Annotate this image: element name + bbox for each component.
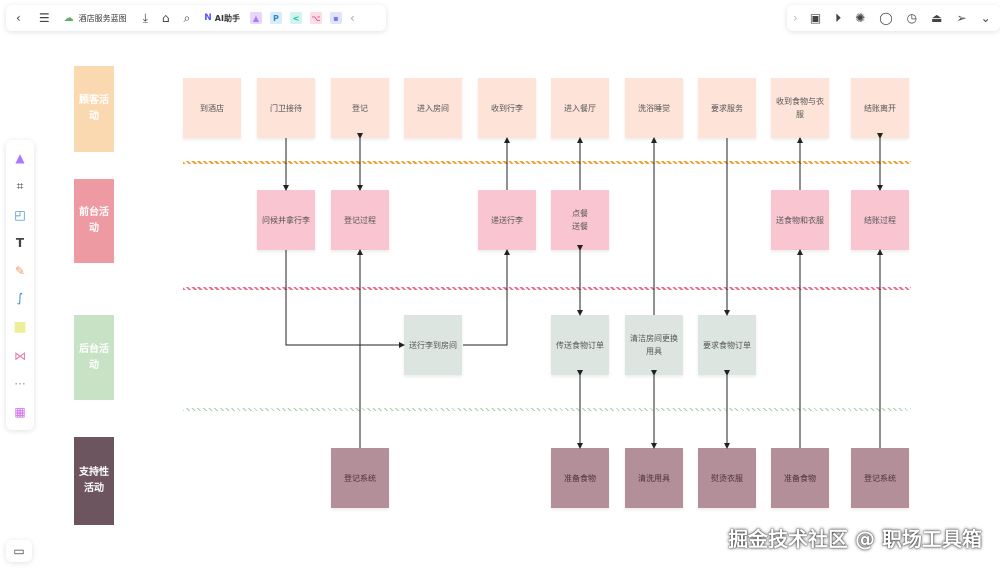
back-step[interactable]: 送行李到房间 xyxy=(404,315,462,375)
sticky-note-icon[interactable]: ■ xyxy=(13,319,27,336)
support-step[interactable]: 准备食物 xyxy=(551,448,609,508)
template-icon[interactable]: ▣ xyxy=(809,11,822,25)
back-icon[interactable]: ‹ xyxy=(16,11,21,25)
timer-icon[interactable]: ◷ xyxy=(906,11,918,25)
template-library-icon[interactable]: ▲ xyxy=(15,150,25,165)
customer-step[interactable]: 收到行李 xyxy=(478,78,536,138)
vote-icon[interactable]: ⏏ xyxy=(931,11,943,25)
chat-tool-icon[interactable]: ▪ xyxy=(329,12,342,24)
pointer-icon[interactable]: ➢ xyxy=(956,11,967,25)
back-step[interactable]: 要求食物订单 xyxy=(698,315,756,375)
collapse-icon[interactable]: ‹ xyxy=(349,11,355,25)
minimap-button[interactable]: ▭ xyxy=(6,540,32,562)
customer-step[interactable]: 进入餐厅 xyxy=(551,78,609,138)
lane-back: 后台活动 xyxy=(74,315,114,400)
left-toolbar: ▲ ⌗ ◰ T ✎ ∫ ■ ⋈ ··· ▦ xyxy=(6,140,34,430)
search-icon[interactable]: ⌕ xyxy=(183,10,191,25)
support-step[interactable]: 准备食物 xyxy=(771,448,829,508)
customer-step[interactable]: 到酒店 xyxy=(183,78,241,138)
top-right-toolbar: › ▣ ⏵ ✺ ◯ ◷ ⏏ ➢ ⌄ xyxy=(787,5,1000,31)
back-step[interactable]: 传送食物订单 xyxy=(551,315,609,375)
more-icon[interactable]: ⌄ xyxy=(980,11,991,25)
customer-step[interactable]: 要求服务 xyxy=(698,78,756,138)
text-icon[interactable]: T xyxy=(15,235,25,250)
support-step[interactable]: 登记系统 xyxy=(331,448,389,508)
lane-front: 前台活动 xyxy=(74,179,114,263)
mindmap-tool-icon[interactable]: < xyxy=(289,12,302,24)
download-icon[interactable]: ⤓ xyxy=(142,10,148,25)
plugin-icon[interactable]: ▦ xyxy=(14,404,26,419)
customer-step[interactable]: 洗浴睡觉 xyxy=(625,78,683,138)
customer-step[interactable]: 登记 xyxy=(331,78,389,138)
comment-icon[interactable]: ◯ xyxy=(879,11,893,25)
support-step[interactable]: 熨烫衣服 xyxy=(698,448,756,508)
top-left-toolbar: ‹ ☰ ☁ 酒店服务蓝图 ⤓ ⌂ ⌕ N AI助手 ▲ P < ⌥ ▪ ‹ xyxy=(6,5,386,31)
support-step[interactable]: 登记系统 xyxy=(851,448,909,508)
lane-customer: 顾客活动 xyxy=(74,66,114,152)
ai-assistant-button[interactable]: AI助手 xyxy=(214,13,240,23)
minimap-icon: ▭ xyxy=(13,544,25,558)
ppt-tool-icon[interactable]: P xyxy=(269,12,282,24)
lane-support: 支持性活动 xyxy=(74,437,114,525)
menu-icon[interactable]: ☰ xyxy=(38,11,50,25)
customer-step[interactable]: 收到食物与衣服 xyxy=(771,78,829,138)
frame-icon[interactable]: ⌗ xyxy=(16,178,24,193)
customer-step[interactable]: 门卫接待 xyxy=(257,78,315,138)
image-tool-icon[interactable]: ▲ xyxy=(249,12,262,24)
more-tools-icon[interactable]: ··· xyxy=(14,377,26,392)
shape-icon[interactable]: ◰ xyxy=(14,207,26,222)
front-step[interactable]: 送食物和衣服 xyxy=(771,190,829,250)
front-step[interactable]: 递送行李 xyxy=(478,190,536,250)
back-step[interactable]: 清洁房间更换用具 xyxy=(625,315,683,375)
connector-icon[interactable]: ∫ xyxy=(16,291,24,306)
customer-step[interactable]: 结账离开 xyxy=(851,78,909,138)
play-icon[interactable]: ⏵ xyxy=(835,10,842,25)
front-step[interactable]: 问候并拿行李 xyxy=(257,190,315,250)
line-of-visibility xyxy=(183,287,911,290)
ai-logo-icon: N xyxy=(204,13,212,23)
support-step[interactable]: 清洗用具 xyxy=(625,448,683,508)
connector-arrow xyxy=(285,250,405,348)
cloud-icon: ☁ xyxy=(63,12,74,24)
front-step[interactable]: 点餐 送餐 xyxy=(551,190,609,250)
doc-title[interactable]: 酒店服务蓝图 xyxy=(78,13,127,23)
customer-step[interactable]: 进入房间 xyxy=(404,78,462,138)
flow-tool-icon[interactable]: ⌥ xyxy=(309,12,322,24)
celebrate-icon[interactable]: ✺ xyxy=(855,11,866,25)
expand-icon[interactable]: › xyxy=(793,11,798,25)
watermark: 掘金技术社区 @ 职场工具箱 xyxy=(728,527,982,551)
front-step[interactable]: 结账过程 xyxy=(851,190,909,250)
mindmap-icon[interactable]: ⋈ xyxy=(14,349,26,364)
line-of-interaction xyxy=(183,161,911,164)
connector-arrow xyxy=(463,249,510,346)
line-of-internal-interaction xyxy=(183,408,911,411)
front-step[interactable]: 登记过程 xyxy=(331,190,389,250)
tag-icon[interactable]: ⌂ xyxy=(161,11,170,25)
pen-icon[interactable]: ✎ xyxy=(14,263,26,278)
